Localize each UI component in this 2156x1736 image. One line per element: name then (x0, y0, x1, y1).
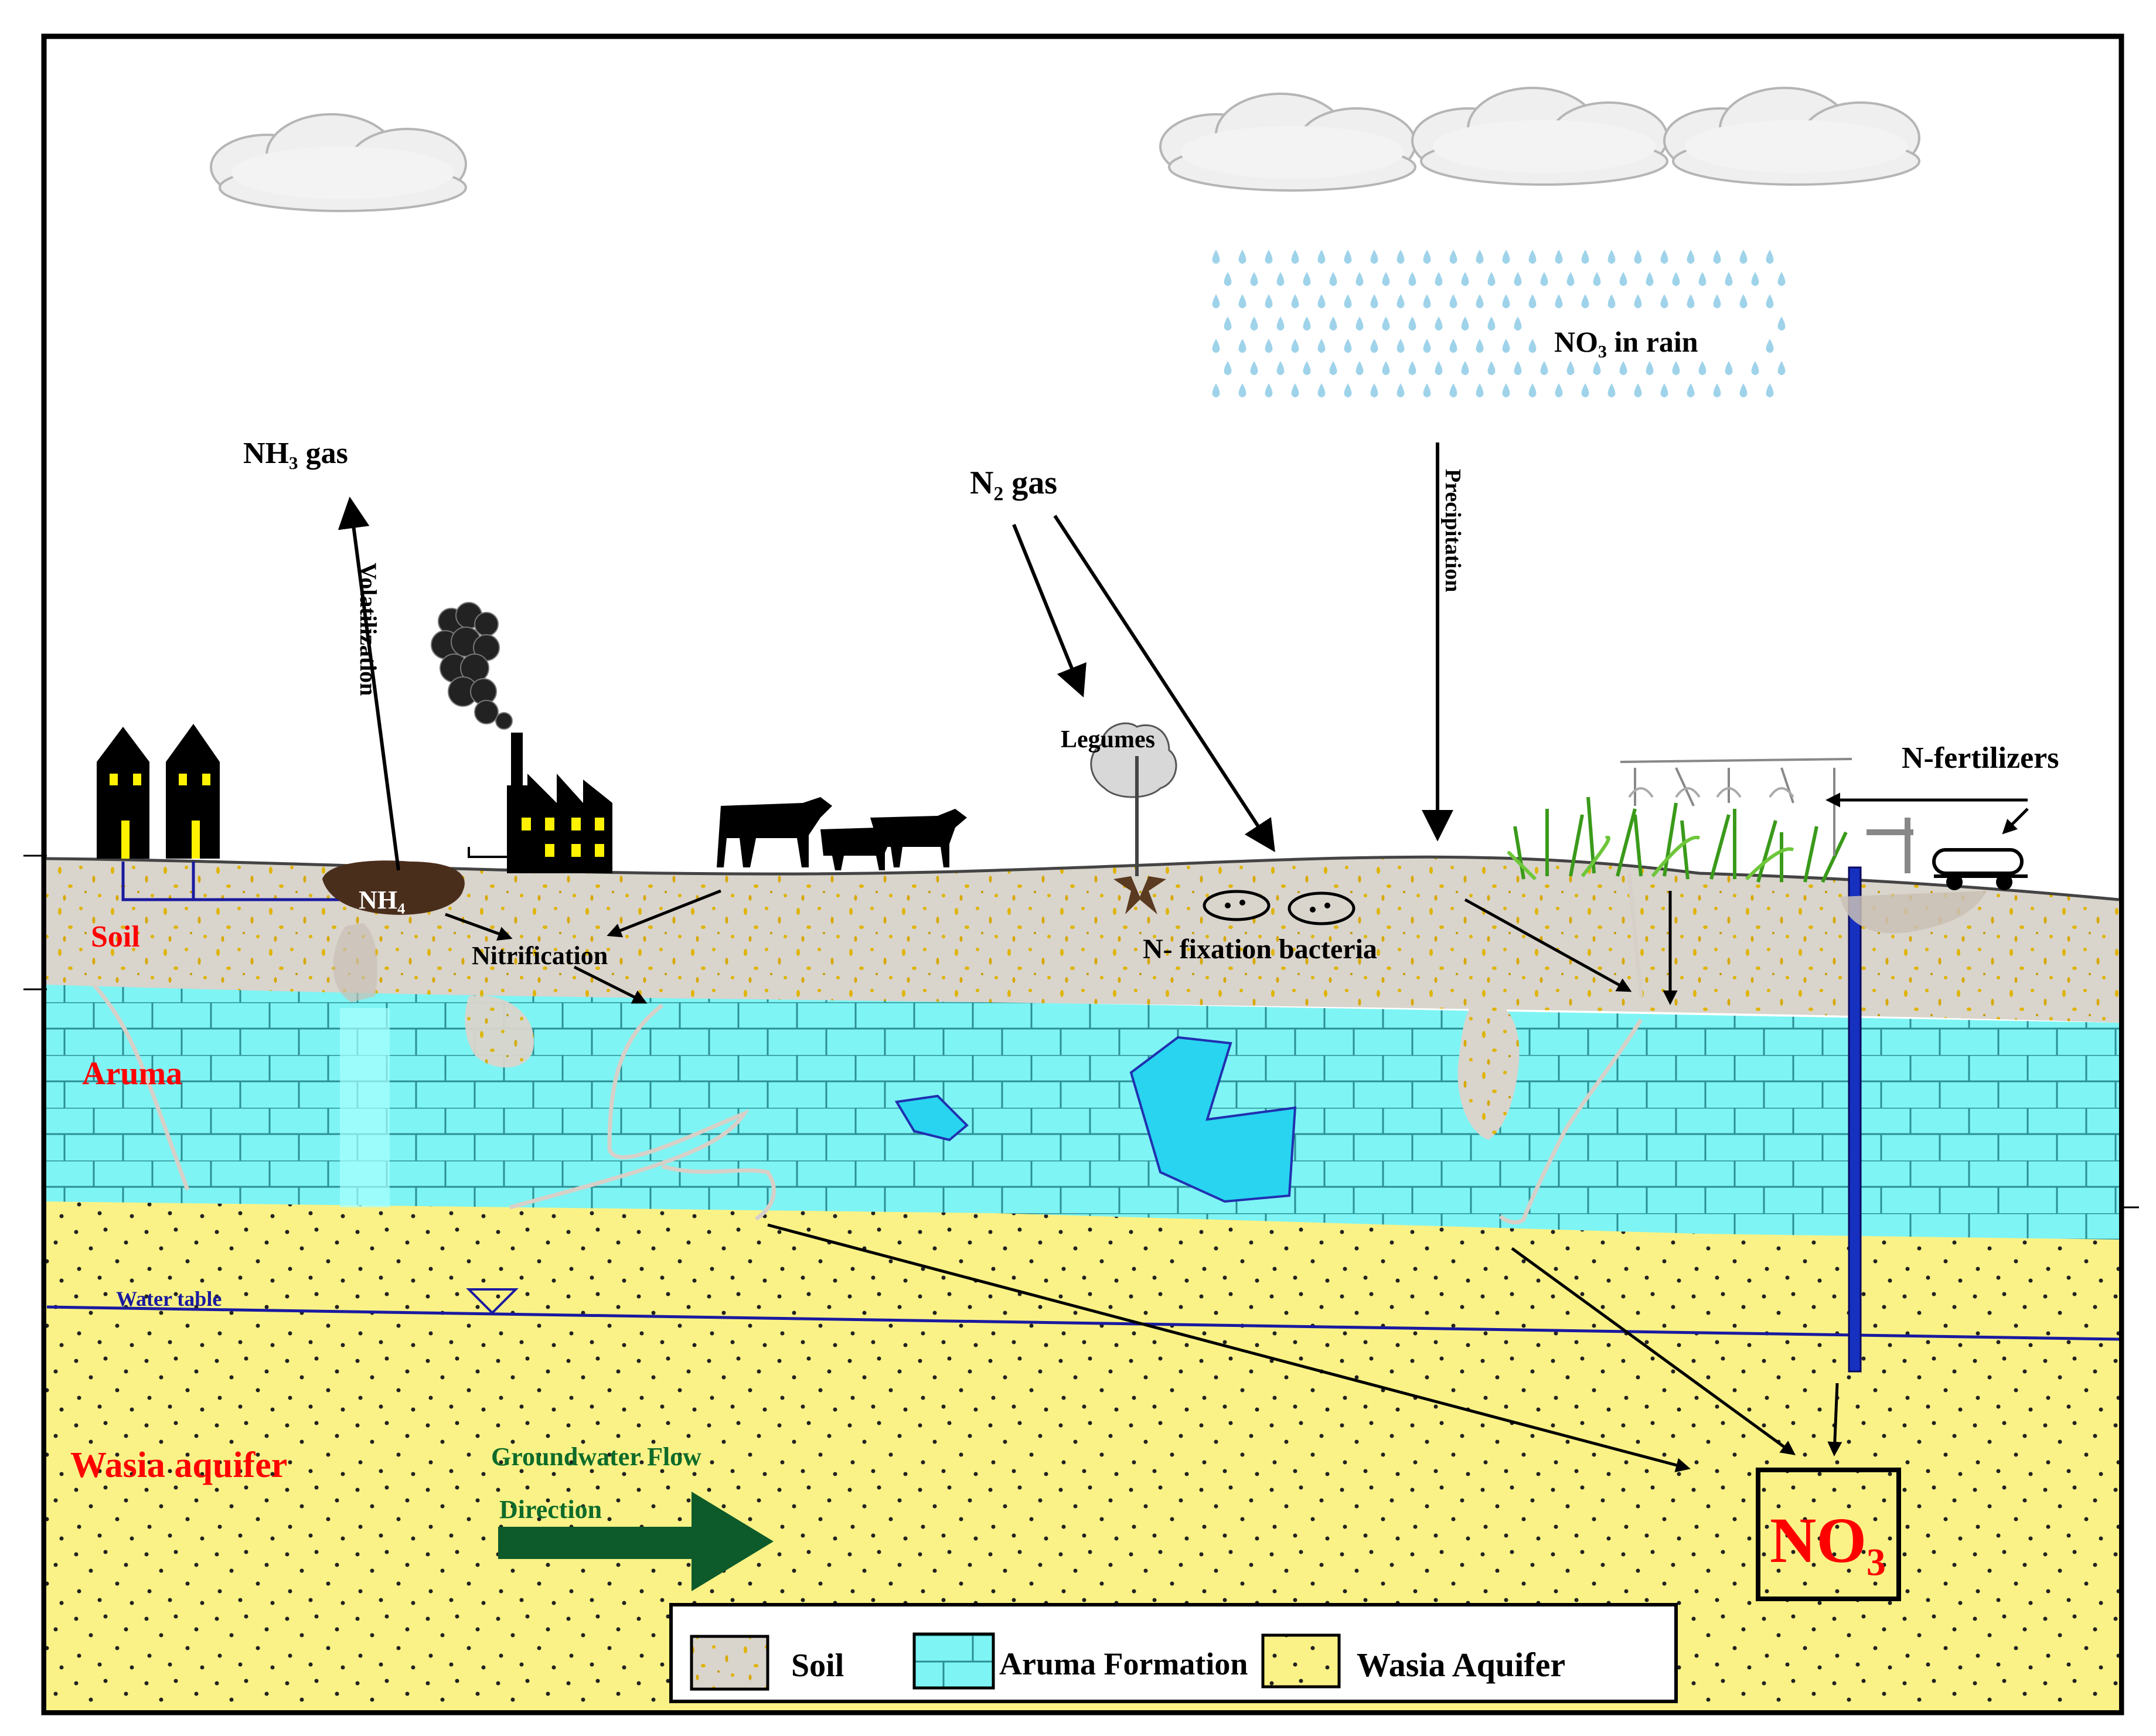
n2-gas-label: N₂ gas (970, 465, 1057, 501)
cattle-icon (717, 797, 967, 870)
precipitation-label: Precipitation (1440, 469, 1465, 592)
groundwater-flow-arrow-icon (498, 1492, 774, 1591)
aruma-formation-layer (46, 985, 2119, 1240)
nh3-gas-label: NH₃ gas (243, 437, 348, 470)
n2-arrow-2 (1053, 515, 1275, 853)
no3-rain-label: NO₃ in rain (1554, 325, 1698, 358)
water-table-symbol (466, 1288, 519, 1315)
soil-layer (46, 857, 2119, 1023)
wasia-label: Wasia aquifer (70, 1445, 287, 1485)
legend-aruma-label: Aruma Formation (999, 1646, 1248, 1681)
n-fixation-label: N- fixation bacteria (1143, 934, 1377, 965)
gw-flow-label-1: Groundwater Flow (491, 1442, 701, 1471)
fracture-lines (92, 873, 1643, 1224)
legend-aruma-swatch (912, 1632, 995, 1690)
nitrification-label: Nitrification (472, 941, 608, 970)
legumes-label: Legumes (1061, 726, 1155, 753)
fertilizer-arrow-2 (2002, 808, 2029, 835)
well-casing (1848, 866, 1862, 1373)
cavity-large (1129, 1036, 1297, 1203)
legend-wasia-swatch (1261, 1633, 1341, 1689)
no3-box-label: NO₃ (1770, 1504, 1886, 1576)
crop-grass-icon (1507, 796, 1848, 883)
process-arrows (338, 442, 2029, 1472)
irrigation-pivot-icon (1620, 758, 1852, 856)
legend: Soil Aruma Formation Wasia Aquifer (669, 1603, 1678, 1703)
volatilization-arrow (338, 496, 400, 871)
soil-pocket (465, 995, 534, 1068)
bacteria-icon (1203, 890, 1355, 925)
n-fertilizers-label: N-fertilizers (1902, 741, 2059, 775)
gw-flow-label-2: Direction (499, 1495, 602, 1524)
water-table-label: Water table (116, 1287, 222, 1310)
smoke-icon (431, 602, 513, 730)
legend-soil-label: Soil (791, 1648, 844, 1684)
soil-pocket-2 (1457, 999, 1520, 1140)
legume-tree-icon (1090, 722, 1177, 914)
factory-icon (468, 733, 612, 873)
legend-soil-swatch (690, 1635, 769, 1691)
cavity-small (894, 1094, 969, 1142)
legend-wasia-label: Wasia Aquifer (1357, 1646, 1565, 1684)
volatilization-label: Volatilization (355, 563, 382, 696)
karst-conduit (340, 1008, 390, 1207)
n2-arrow-1 (1012, 523, 1086, 698)
fertilizer-tanker-icon (1867, 818, 2028, 890)
soil-label: Soil (91, 920, 140, 954)
houses-icon (97, 724, 352, 901)
aruma-label: Aruma (82, 1056, 182, 1092)
nh4-label: NH₄ (359, 886, 405, 914)
manure-pile (322, 860, 465, 915)
no3-box (1756, 1468, 1901, 1601)
